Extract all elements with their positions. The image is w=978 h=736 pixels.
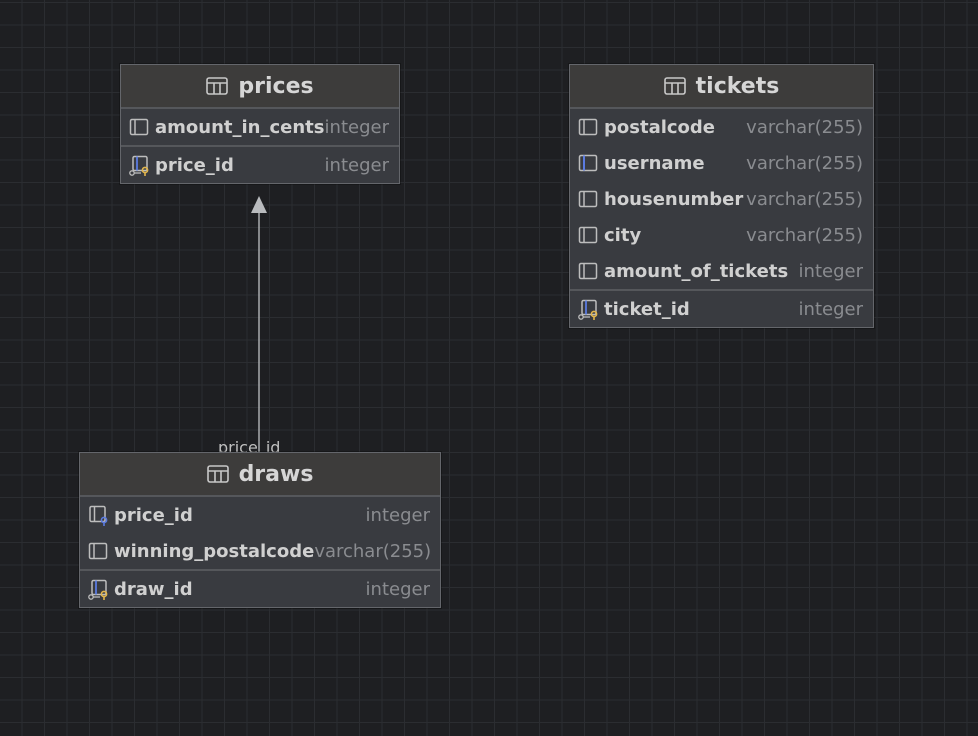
table-row[interactable]: amount_of_tickets integer [570,253,873,289]
column-name: price_id [155,154,234,176]
table-row[interactable]: draw_id integer [80,571,440,607]
column-type: integer [798,298,863,320]
column-type: integer [324,154,389,176]
key-separator [570,289,873,291]
column-type: integer [365,504,430,526]
column-icon [578,261,598,281]
table-header[interactable]: prices [121,65,399,109]
column-type: integer [324,116,389,138]
column-name: amount_in_cents [155,116,325,138]
key-separator [80,569,440,571]
column-type: varchar(255) [746,116,863,138]
table-icon [206,77,229,95]
primary-key-icon [88,579,108,600]
table-icon [663,77,686,95]
column-icon [578,189,598,209]
table-row[interactable]: amount_in_cents integer [121,109,399,145]
column-name: housenumber [604,188,744,210]
table-row[interactable]: price_id integer [80,497,440,533]
column-type: integer [365,578,430,600]
relation-arrowhead [251,196,267,213]
column-type: integer [798,260,863,282]
foreign-key-icon [88,505,108,526]
table-header[interactable]: draws [80,453,440,497]
column-name: username [604,152,705,174]
column-name: amount_of_tickets [604,260,789,282]
table-row[interactable]: ticket_id integer [570,291,873,327]
column-icon [129,117,149,137]
column-type: varchar(255) [314,540,432,562]
column-name: winning_postalcode [114,540,315,562]
table-title: draws [238,461,314,487]
column-name: city [604,224,642,246]
primary-key-icon [578,299,598,320]
table-row[interactable]: city varchar(255) [570,217,873,253]
column-name: draw_id [114,578,193,600]
table-header[interactable]: tickets [570,65,873,109]
column-icon [88,541,108,561]
column-type: varchar(255) [746,188,863,210]
table-row[interactable]: username varchar(255) [570,145,873,181]
table-row[interactable]: postalcode varchar(255) [570,109,873,145]
primary-key-icon [129,155,149,176]
unique-column-icon [578,153,598,173]
table-title: tickets [695,73,780,99]
column-type: varchar(255) [746,152,863,174]
column-name: price_id [114,504,193,526]
table-prices[interactable]: prices amount_in_cents integer price_id … [120,64,400,184]
table-row[interactable]: winning_postalcode varchar(255) [80,533,440,569]
table-title: prices [238,73,314,99]
column-icon [578,225,598,245]
table-row[interactable]: housenumber varchar(255) [570,181,873,217]
column-icon [578,117,598,137]
key-separator [121,145,399,147]
table-draws[interactable]: draws price_id integer winning_postalcod… [79,452,441,608]
table-tickets[interactable]: tickets postalcode varchar(255) username… [569,64,874,328]
table-icon [206,465,229,483]
table-row[interactable]: price_id integer [121,147,399,183]
column-name: ticket_id [604,298,690,320]
column-type: varchar(255) [746,224,863,246]
column-name: postalcode [604,116,716,138]
